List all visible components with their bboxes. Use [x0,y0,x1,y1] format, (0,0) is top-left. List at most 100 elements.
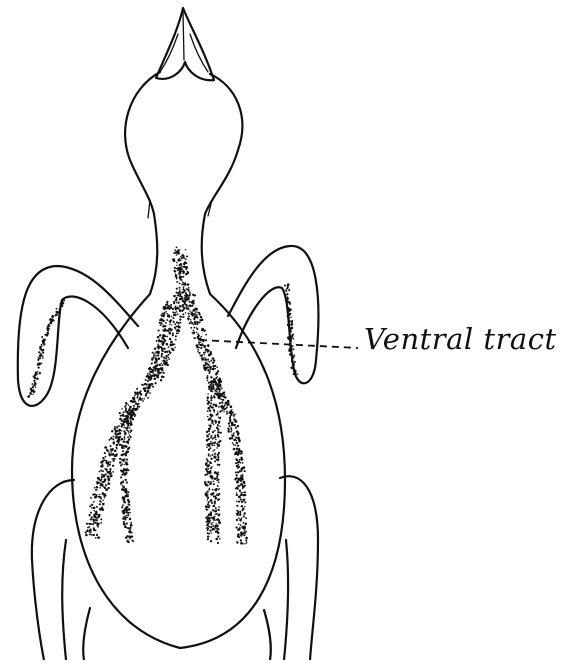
tract-dot [174,344,175,345]
tract-dot [238,482,239,483]
tract-dot [130,522,132,524]
tract-dot [128,432,130,434]
tract-dot [217,428,219,430]
tract-dot [207,471,209,473]
tract-dot [147,375,148,376]
tract-dot [197,328,199,330]
tract-dot [123,430,125,432]
tract-dot [245,537,248,540]
tract-dot [177,250,179,252]
tract-dot [207,416,209,418]
tract-dot [217,424,219,426]
tract-dot [212,391,213,392]
tract-dot [208,464,210,466]
tract-dot [149,371,151,373]
tract-dot [150,368,152,370]
tract-dot [215,420,217,422]
tract-dot [187,283,190,286]
tract-dot [215,373,217,375]
tract-dot [161,364,163,366]
tract-dot [209,418,212,421]
tract-dot [88,530,90,532]
tract-dot [96,506,98,508]
tract-dot [176,288,178,290]
tract-dot [193,318,195,320]
tract-dot [199,344,201,346]
tract-dot [184,261,186,263]
tract-dot [214,456,216,458]
tract-dot [215,422,217,424]
tract-dot [160,324,162,326]
tract-dot [184,301,186,303]
tract-dot [93,514,95,516]
tract-dot [193,301,195,303]
beak-midline [183,12,184,60]
tract-dot [168,358,170,360]
tract-dot [41,344,43,346]
tract-dot [213,436,215,438]
tract-dot [91,507,93,509]
tract-dot [179,249,180,250]
tract-dot [215,404,218,407]
tract-dot [189,294,191,296]
tract-dot [193,333,195,335]
tract-dot [41,363,43,365]
tract-dot [233,418,235,420]
tract-dot [106,475,108,477]
tract-dot [186,300,188,302]
tract-dot [169,320,170,321]
tract-dot [39,354,41,356]
right-wing-outline [228,246,318,383]
tract-dot [241,459,243,461]
tract-dot [237,445,239,447]
tract-dot [124,464,126,466]
tract-dot [210,402,212,404]
tract-dot [39,372,41,374]
tract-dot [217,411,218,412]
tract-dot [100,483,102,485]
tract-dot [34,382,36,384]
tract-dot [173,321,174,322]
tract-dot [175,339,177,341]
tract-dot [158,357,160,359]
tract-dot [211,386,213,388]
tract-dot [96,482,99,485]
tract-dot [238,523,239,524]
tract-dot [211,417,212,418]
tract-dot [240,494,242,496]
tract-dot [167,357,169,359]
tract-dot [217,485,219,487]
tract-dot [199,355,201,357]
tract-dot [154,369,156,371]
tract-dot [246,542,248,544]
tract-dot [208,468,210,470]
tract-dot [63,300,65,302]
tract-dot [96,489,98,491]
tract-dot [126,463,129,466]
tract-dot [222,396,224,398]
tract-dot [186,288,188,290]
tract-dot [216,447,217,448]
tract-dot [177,313,179,315]
tract-dot [124,468,126,470]
tract-dot [215,439,217,441]
tract-dot [149,376,151,378]
tract-dot [222,399,224,401]
tract-dot [237,479,239,481]
tract-dot [91,516,93,518]
tract-dot [163,308,165,310]
tract-dot [223,411,224,412]
tract-dot [209,483,211,485]
tract-dot [121,438,124,441]
tract-dot [134,391,136,393]
tract-dot [144,387,146,389]
tract-dot [37,364,39,366]
tract-dot [286,287,288,289]
tract-dot [154,377,157,380]
tract-dot [122,414,125,417]
tract-dot [207,481,209,483]
tract-dot [102,509,104,511]
tract-dot [207,399,209,401]
tract-dot [198,335,200,337]
tract-dot [172,308,174,310]
